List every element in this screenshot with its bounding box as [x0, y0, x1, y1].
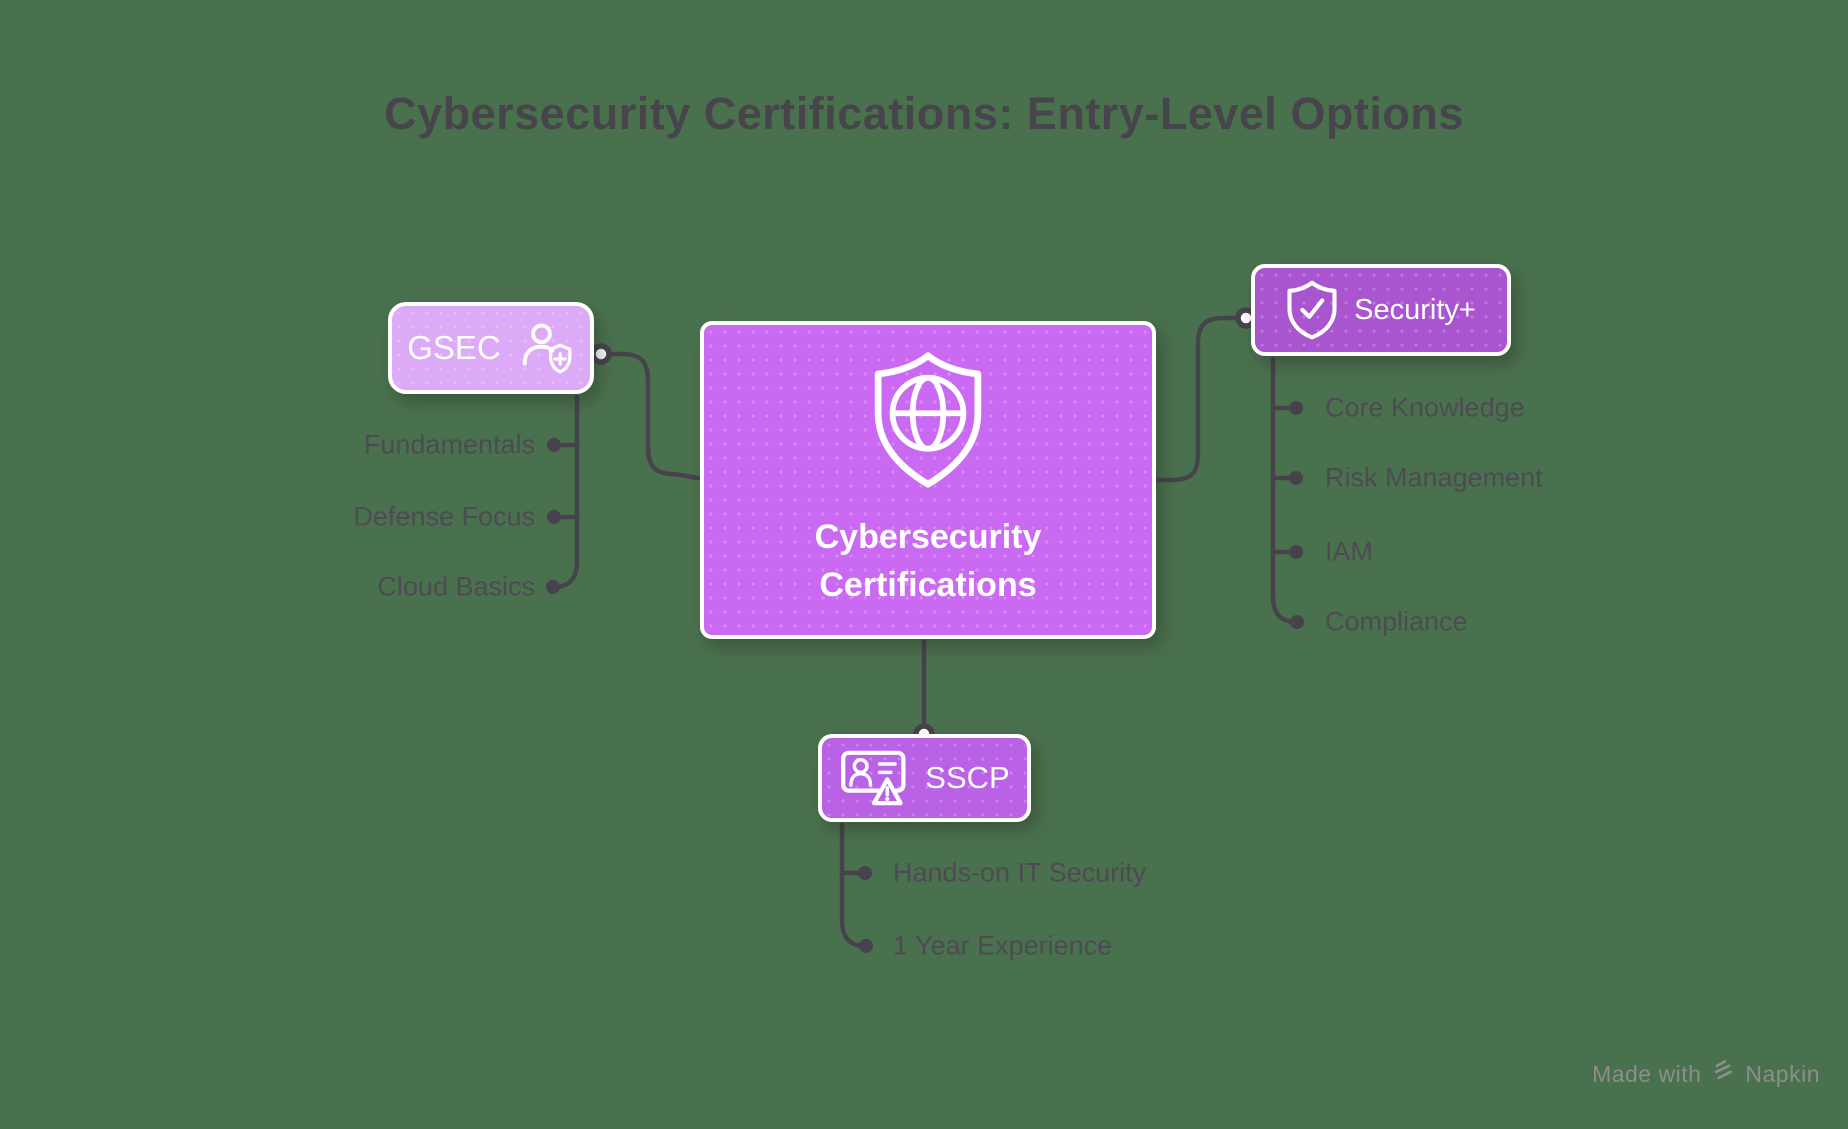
gsec-item-defense-focus: Defense Focus [353, 501, 535, 532]
sscp-item-bullet [859, 939, 873, 953]
shield-check-icon [1286, 280, 1338, 340]
security-item-risk-management: Risk Management [1325, 462, 1543, 493]
made-with-napkin-watermark[interactable]: Made with Napkin [1592, 1059, 1820, 1089]
node-gsec[interactable]: GSEC [388, 302, 594, 394]
gsec-item-bullet [546, 580, 560, 594]
gsec-items-spine [553, 394, 580, 590]
gsec-item-fundamentals: Fundamentals [363, 429, 535, 460]
diagram-title: Cybersecurity Certifications: Entry-Leve… [384, 88, 1464, 139]
anchor-ring-gsec [590, 343, 612, 365]
node-security-plus[interactable]: Security+ [1251, 264, 1511, 356]
security-item-core-knowledge: Core Knowledge [1325, 392, 1525, 423]
sscp-item-1-year-experience: 1 Year Experience [893, 930, 1113, 961]
security-item-iam: IAM [1325, 536, 1374, 567]
gsec-item-cloud-basics: Cloud Basics [377, 571, 535, 602]
id-card-alert-icon [839, 747, 909, 809]
napkin-logo-icon [1710, 1059, 1736, 1089]
sscp-item-hands-on-it-security: Hands-on IT Security [893, 857, 1147, 888]
gsec-item-bullet [547, 438, 561, 452]
security-items-spine [1270, 356, 1297, 625]
node-center-cybersecurity-certifications[interactable]: Cybersecurity Certifications [700, 321, 1156, 639]
security-plus-label: Security+ [1354, 293, 1476, 326]
security-item-bullet [1290, 615, 1304, 629]
center-node-label: Cybersecurity Certifications [814, 518, 1042, 604]
security-item-bullet [1289, 471, 1303, 485]
security-item-bullet [1289, 545, 1303, 559]
gsec-item-bullet [547, 510, 561, 524]
shield-globe-icon [870, 350, 986, 490]
link-gsec-center [604, 351, 701, 481]
security-item-bullet [1289, 401, 1303, 415]
node-sscp[interactable]: SSCP [818, 734, 1031, 822]
user-shield-plus-icon [517, 320, 575, 376]
napkin-brand-text: Napkin [1745, 1060, 1820, 1087]
security-item-compliance: Compliance [1325, 606, 1468, 637]
gsec-label: GSEC [407, 329, 501, 366]
link-center-security [1154, 315, 1241, 483]
sscp-items-spine [839, 822, 866, 949]
sscp-label: SSCP [925, 760, 1010, 795]
made-with-text: Made with [1592, 1060, 1702, 1087]
sscp-item-bullet [858, 866, 872, 880]
